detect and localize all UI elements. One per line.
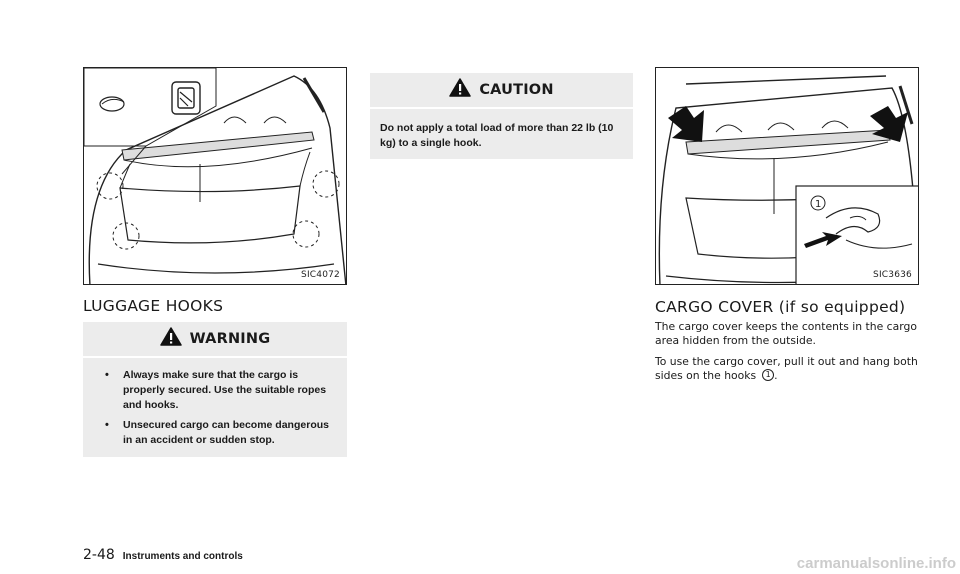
callout-ref: 1 (762, 369, 775, 381)
chapter-label: Instruments and controls (122, 551, 243, 562)
warning-item: Always make sure that the cargo is prope… (105, 368, 335, 413)
luggage-hooks-illustration: SIC4072 (83, 67, 347, 285)
figure-code: SIC4072 (301, 270, 340, 280)
cargo-cover-instructions: To use the cargo cover, pull it out and … (655, 355, 925, 383)
caution-triangle-icon (449, 78, 472, 102)
instruction-text: To use the cargo cover, pull it out and … (655, 355, 918, 382)
caution-title: CAUTION (479, 82, 554, 98)
caution-notice: CAUTION Do not apply a total load of mor… (370, 73, 633, 159)
warning-notice: WARNING Always make sure that the cargo … (83, 322, 347, 457)
cargo-cover-drawing: 1 (658, 75, 918, 284)
cargo-area-drawing (84, 68, 346, 284)
arrow-icon (804, 232, 842, 248)
arrow-icon (668, 106, 704, 142)
caution-header: CAUTION (370, 73, 633, 109)
cargo-cover-description: The cargo cover keeps the contents in th… (655, 320, 917, 347)
callout-number: 1 (815, 199, 821, 210)
warning-body: Always make sure that the cargo is prope… (83, 358, 347, 463)
cargo-cover-illustration: 1 SIC3636 (655, 67, 919, 285)
watermark: carmanualsonline.info (796, 555, 956, 572)
warning-header: WARNING (83, 322, 347, 358)
warning-item: Unsecured cargo can become dangerous in … (105, 418, 335, 448)
page-footer: 2-48 Instruments and controls (83, 547, 243, 563)
instruction-end: . (774, 369, 778, 382)
caution-text: Do not apply a total load of more than 2… (380, 122, 614, 149)
section-title-luggage-hooks: LUGGAGE HOOKS (83, 297, 224, 315)
warning-triangle-icon (159, 327, 182, 351)
warning-title: WARNING (189, 331, 271, 347)
section-title-cargo-cover: CARGO COVER (if so equipped) (655, 298, 906, 316)
figure-code: SIC3636 (873, 270, 912, 280)
arrow-icon (870, 106, 908, 142)
page-number: 2-48 (83, 547, 115, 563)
